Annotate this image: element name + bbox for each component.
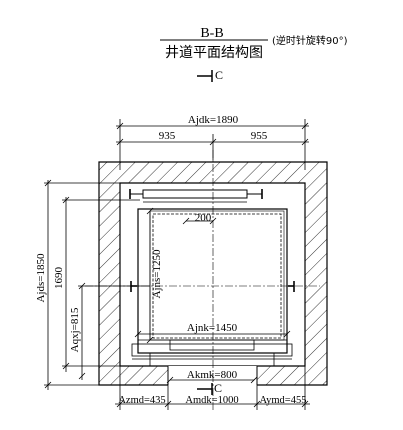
car-frame (129, 189, 295, 366)
top-dimensions (116, 119, 309, 170)
bottom-dimensions (115, 366, 310, 410)
dim-right-955: 955 (251, 130, 268, 142)
dim-amdk: Amdk=1000 (185, 395, 238, 406)
dim-ajns: Ajns=1250 (151, 249, 163, 298)
dim-ajnk: Ajnk=1450 (187, 322, 238, 334)
dim-azmd: Azmd=435 (118, 395, 165, 406)
door-opening (168, 366, 257, 386)
section-label: B-B (200, 26, 223, 41)
section-mark-top: C (197, 68, 223, 82)
drawing-title: 井道平面结构图 (165, 45, 263, 61)
dim-akmk: Akmk=800 (187, 369, 238, 381)
dim-ajdk: Ajdk=1890 (188, 114, 239, 126)
dim-ajds: Ajds=1850 (35, 253, 47, 302)
section-mark-bottom: C (197, 381, 222, 395)
dim-200: 200 (195, 212, 212, 224)
centre-lines (85, 150, 320, 410)
rotation-note: (逆时针旋转90°) (272, 34, 348, 47)
dim-left-935: 935 (159, 130, 176, 142)
dim-aymd: Aymd=455 (260, 395, 307, 406)
svg-text:C: C (215, 68, 223, 82)
dim-1690: 1690 (53, 267, 65, 290)
dim-aqxj: Aqxj=815 (69, 307, 81, 352)
svg-text:C: C (214, 381, 222, 395)
inner-dimensions (134, 207, 291, 384)
